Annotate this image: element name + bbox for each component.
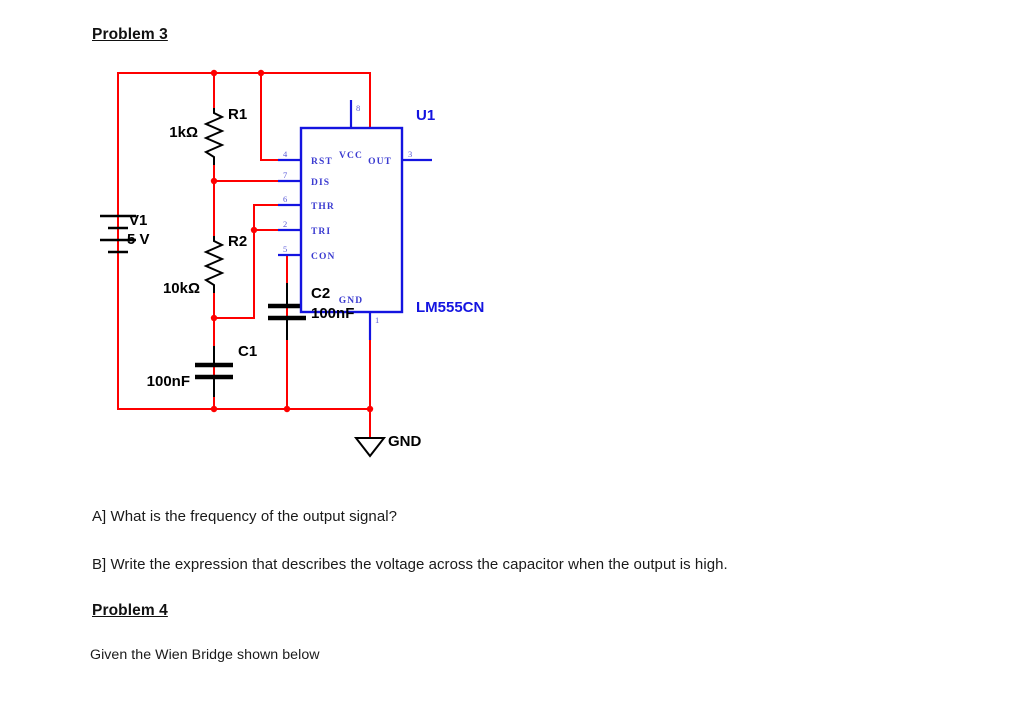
label-c1-ref: C1	[238, 343, 257, 360]
pin-number-5: 5	[283, 244, 287, 254]
pin-label-rst: RST	[311, 157, 333, 167]
schematic-svg: VCC RST DIS THR TRI CON OUT GND 8 4 7 6 …	[100, 69, 484, 458]
page-title-problem-3: Problem 3	[92, 26, 168, 43]
label-r1-value: 1kΩ	[169, 124, 198, 141]
junction-dot-c1	[210, 314, 218, 322]
pin-label-gnd: GND	[339, 296, 363, 306]
label-v1-ref: V1	[129, 212, 147, 229]
pin-number-7: 7	[283, 170, 287, 180]
junction-dots	[210, 69, 374, 413]
pin-number-1: 1	[375, 315, 379, 325]
ic-body-lm555	[299, 126, 404, 314]
circuit-schematic: VCC RST DIS THR TRI CON OUT GND 8 4 7 6 …	[80, 50, 640, 480]
junction-dot-bottom-c2	[283, 405, 291, 413]
label-r2-value: 10kΩ	[163, 280, 200, 297]
junction-dot-top-rst	[257, 69, 265, 77]
pin-number-6: 6	[283, 194, 287, 204]
ic-pin-stubs	[278, 100, 432, 340]
capacitor-c1	[195, 346, 233, 397]
label-c2-value: 100nF	[311, 305, 354, 322]
resistor-r2	[203, 236, 225, 293]
voltage-source-v1	[100, 214, 136, 254]
label-v1-value: 5 V	[127, 231, 150, 248]
pin-label-vcc: VCC	[339, 151, 363, 161]
junction-dot-dis	[210, 177, 218, 185]
label-c2-ref: C2	[311, 285, 330, 302]
question-b-text: B] Write the expression that describes t…	[92, 556, 728, 573]
junction-dot-tri	[250, 226, 258, 234]
label-r1-ref: R1	[228, 106, 247, 123]
question-a-text: A] What is the frequency of the output s…	[92, 508, 397, 525]
label-c1-value: 100nF	[147, 373, 190, 390]
ic-reference-designator: U1	[416, 107, 435, 124]
ic-part-number: LM555CN	[416, 299, 484, 316]
pin-number-8: 8	[356, 103, 360, 113]
pin-label-con: CON	[311, 252, 335, 262]
label-ground: GND	[388, 433, 422, 450]
junction-dot-bottom-gnd	[366, 405, 374, 413]
pin-number-2: 2	[283, 219, 287, 229]
page-title-problem-4: Problem 4	[92, 602, 168, 619]
wien-bridge-intro-text: Given the Wien Bridge shown below	[90, 647, 320, 663]
pin-label-thr: THR	[311, 202, 335, 212]
capacitor-c2	[268, 283, 306, 340]
resistor-r1	[203, 108, 225, 165]
label-r2-ref: R2	[228, 233, 247, 250]
pin-number-4: 4	[283, 149, 288, 159]
pin-label-dis: DIS	[311, 178, 330, 188]
junction-dot-bottom-c1	[210, 405, 218, 413]
pin-label-out: OUT	[368, 157, 392, 167]
pin-label-tri: TRI	[311, 227, 331, 237]
ground-symbol	[353, 437, 387, 458]
pin-number-3: 3	[408, 149, 412, 159]
junction-dot-top-r1	[210, 69, 218, 77]
